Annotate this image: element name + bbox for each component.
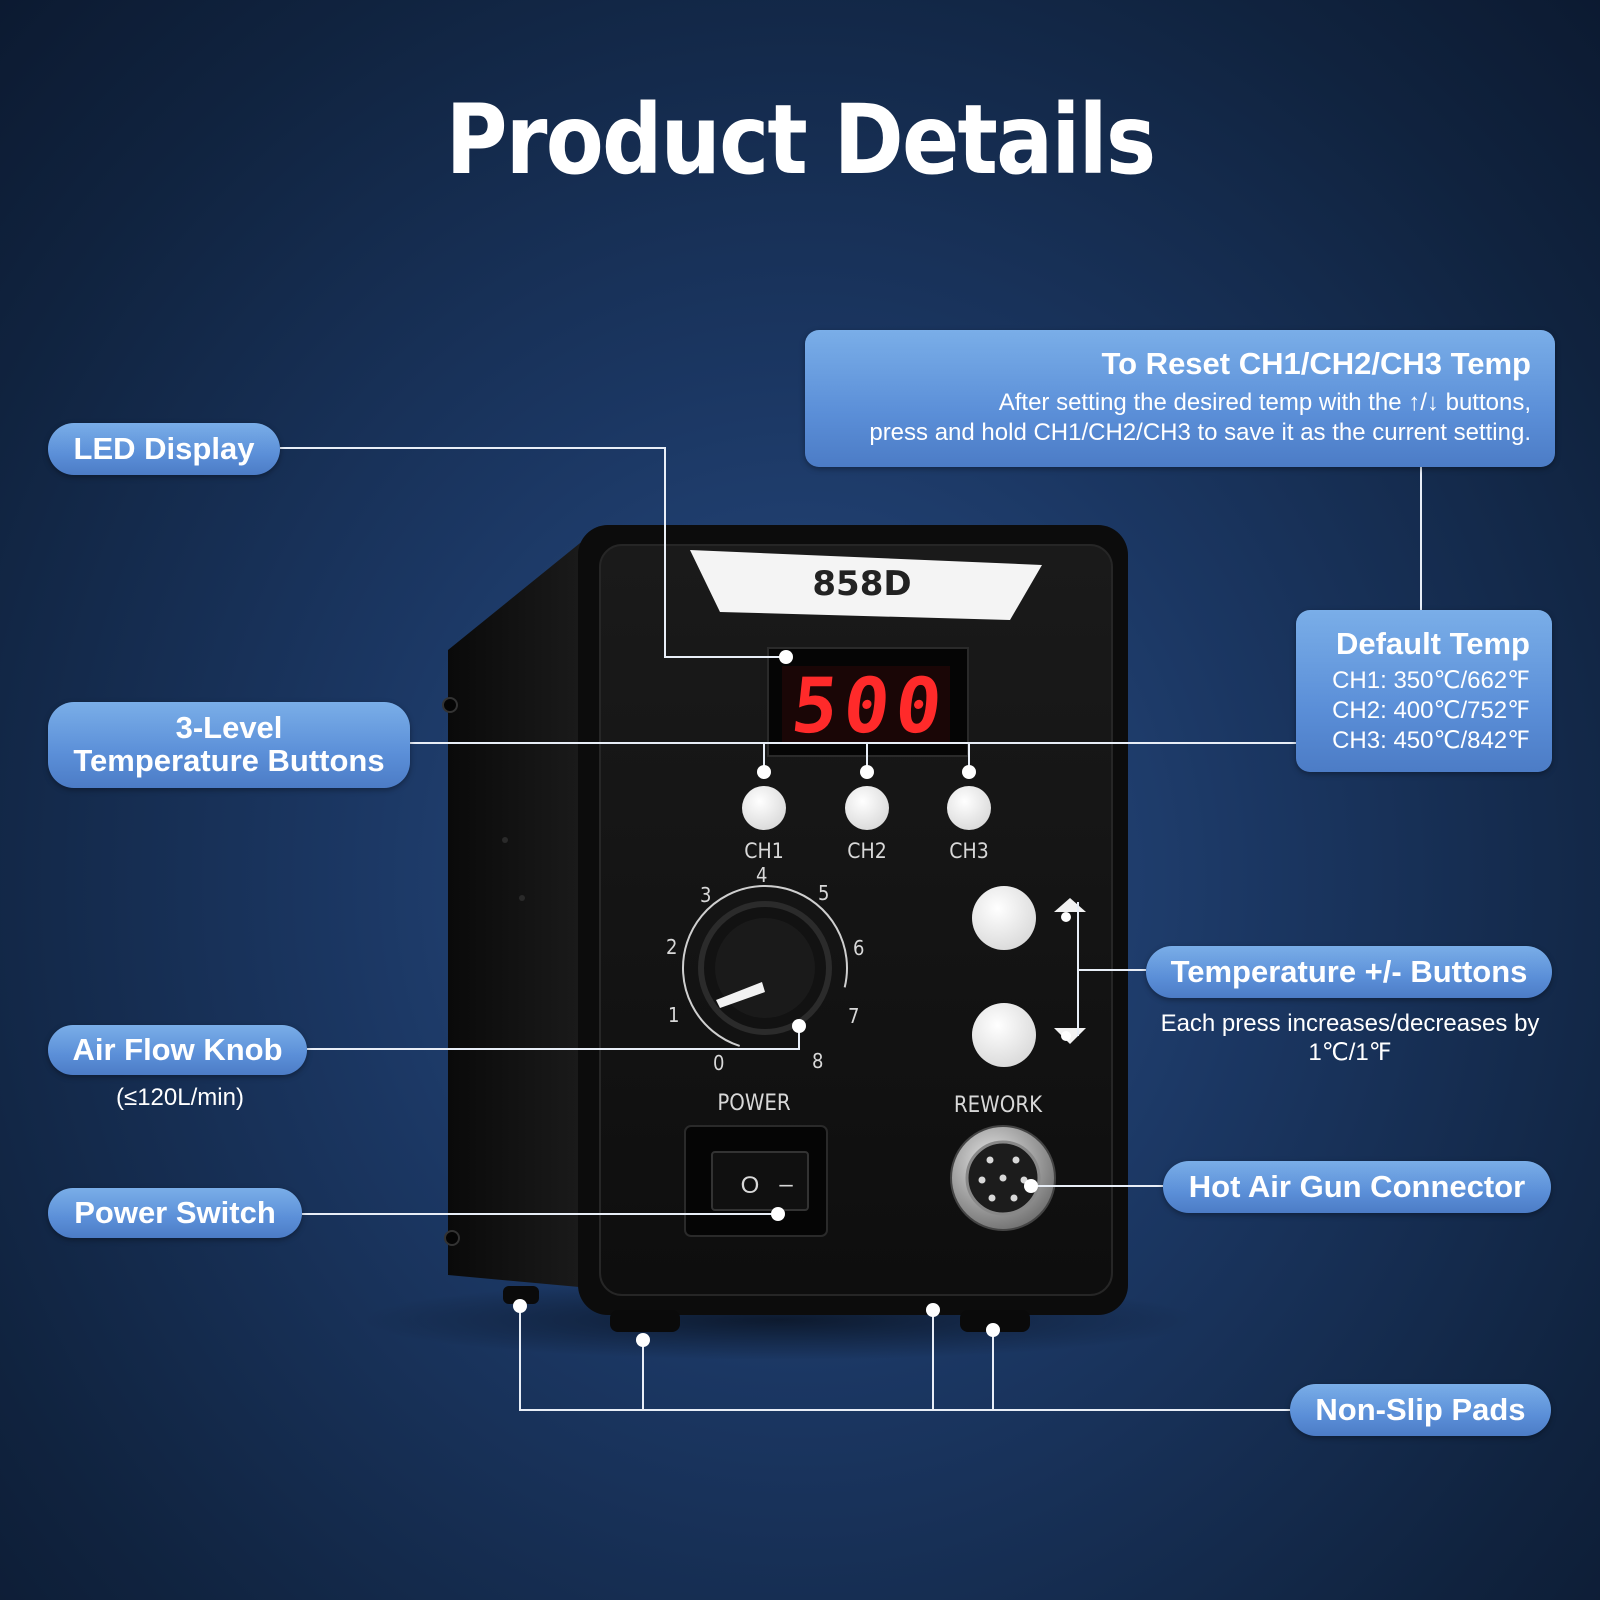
callout-temperature-buttons-line1: 3-Level — [175, 710, 283, 746]
led-display — [782, 666, 950, 742]
side-screw — [444, 1230, 460, 1246]
callout-reset-temp: To Reset CH1/CH2/CH3 Temp After setting … — [805, 330, 1555, 467]
plus-minus-note-line1: Each press increases/decreases by — [1160, 1010, 1540, 1037]
callout-temperature-buttons: 3-Level Temperature Buttons — [48, 702, 410, 788]
knob-pointer — [716, 982, 765, 1008]
foot — [610, 1310, 680, 1332]
callout-hot-air-gun-connector: Hot Air Gun Connector — [1163, 1161, 1551, 1213]
callout-non-slip-pads: Non-Slip Pads — [1290, 1384, 1551, 1436]
temp-down-button[interactable] — [972, 1003, 1036, 1067]
leader-lines — [280, 447, 1422, 1411]
callout-plus-minus-text: Temperature +/- Buttons — [1170, 953, 1528, 989]
foot — [503, 1286, 539, 1304]
device-side-panel — [448, 535, 612, 1290]
air-flow-note: (≤120L/min) — [116, 1084, 244, 1111]
power-label: POWER — [717, 1091, 791, 1116]
side-hole — [502, 837, 508, 843]
model-label: 858D — [812, 564, 911, 604]
switch-off-symbol: O — [741, 1172, 760, 1199]
callout-led-display: LED Display — [48, 423, 280, 475]
dial-mark-0: 0 — [713, 1051, 724, 1075]
ch1-button[interactable] — [742, 786, 786, 830]
callout-power-switch-text: Power Switch — [74, 1194, 276, 1230]
callout-connector-text: Hot Air Gun Connector — [1188, 1168, 1526, 1204]
ch3-label: CH3 — [949, 839, 988, 863]
dial-mark-4: 4 — [756, 863, 767, 887]
rework-label: REWORK — [954, 1093, 1043, 1118]
plus-minus-note-line2: 1℃/1℉ — [1308, 1038, 1392, 1066]
callout-default-temp: Default Temp CH1: 350℃/662℉ CH2: 400℃/75… — [1296, 610, 1552, 772]
callout-air-flow-knob: Air Flow Knob — [48, 1025, 307, 1075]
ch1-label: CH1 — [744, 839, 783, 863]
reset-heading: To Reset CH1/CH2/CH3 Temp — [1101, 346, 1532, 381]
device-front-face — [599, 544, 1113, 1296]
leader-dots — [513, 650, 1071, 1347]
reset-line-2: press and hold CH1/CH2/CH3 to save it as… — [869, 419, 1531, 446]
callout-plus-minus-buttons: Temperature +/- Buttons — [1146, 946, 1552, 998]
default-temp-heading: Default Temp — [1335, 626, 1530, 661]
connector-pins — [978, 1156, 1028, 1202]
plus-minus-note: Each press increases/decreases by 1℃/1℉ — [1140, 1010, 1560, 1068]
dial-mark-7: 7 — [848, 1004, 859, 1028]
dial-mark-6: 6 — [853, 936, 864, 960]
side-screw — [442, 697, 458, 713]
ch3-button[interactable] — [947, 786, 991, 830]
callout-led-display-text: LED Display — [73, 430, 255, 466]
dial-mark-8: 8 — [812, 1049, 823, 1073]
callout-temperature-buttons-line2: Temperature Buttons — [73, 743, 385, 778]
callout-power-switch: Power Switch — [48, 1188, 302, 1238]
callout-air-flow-knob-text: Air Flow Knob — [72, 1031, 283, 1067]
dial-mark-2: 2 — [666, 935, 677, 959]
temp-up-button[interactable] — [972, 886, 1036, 950]
ch2-button[interactable] — [845, 786, 889, 830]
foot — [960, 1310, 1030, 1332]
dial-scale — [682, 885, 848, 1051]
dial-mark-1: 1 — [668, 1003, 679, 1027]
side-hole — [519, 895, 525, 901]
led-value: 500 — [788, 661, 953, 750]
ch2-label: CH2 — [847, 839, 886, 863]
model-banner — [690, 550, 1042, 620]
page-title: Product Details — [445, 84, 1156, 196]
default-temp-ch3: CH3: 450℃/842℉ — [1332, 727, 1530, 754]
default-temp-ch2: CH2: 400℃/752℉ — [1332, 697, 1530, 724]
dial-mark-5: 5 — [818, 881, 829, 905]
default-temp-ch1: CH1: 350℃/662℉ — [1332, 667, 1530, 694]
dial-mark-3: 3 — [700, 883, 711, 907]
power-switch[interactable] — [711, 1151, 809, 1211]
reset-line-1: After setting the desired temp with the … — [998, 389, 1531, 416]
switch-on-symbol: – — [779, 1171, 793, 1198]
callout-pads-text: Non-Slip Pads — [1315, 1391, 1526, 1427]
